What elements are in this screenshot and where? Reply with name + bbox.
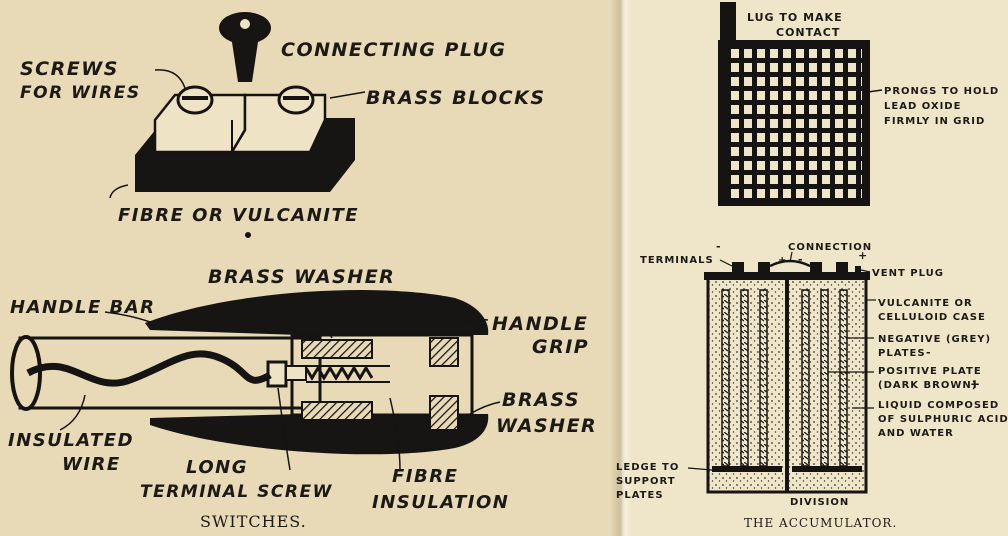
plus-sign-connection: + [778,255,787,266]
screws-label-line2: FOR WIRES [20,83,141,103]
prongs-label-line3: FIRMLY IN GRID [884,116,985,127]
plus-sign-terminal: + [858,249,868,262]
insulated-wire [26,350,272,387]
connection-label: CONNECTION [788,242,872,253]
vent-plug-label: VENT PLUG [872,268,944,279]
positive-label-line1: POSITIVE PLATE [878,366,982,377]
brass-blocks-label: BRASS BLOCKS [366,87,546,109]
case-label-line1: VULCANITE OR [878,298,973,309]
minus-sign-terminals: - [716,240,722,253]
ledge-label-line3: PLATES [616,490,664,501]
fibre-insulation-top [301,339,373,359]
positive-label-line2: (DARK BROWN) [878,380,977,391]
plate-neg-1 [721,289,730,467]
minus-sign-connection: - [798,253,804,266]
terminal-3 [810,262,822,272]
book-gutter [610,0,632,536]
terminal-2 [758,262,770,272]
fibre-insulation-label-line2: INSULATION [372,492,509,513]
lead-grid-prongs [728,46,862,198]
contact-lug [720,2,736,48]
long-terminal-label-line2: TERMINAL SCREW [140,482,333,502]
fibre-insulation-bottom [301,401,373,421]
plate-neg-2 [759,289,768,467]
accumulator-grid-diagram [718,2,883,206]
screws-label-line1: SCREWS [20,58,119,80]
handle-grip-label-line2: GRIP [532,336,589,358]
plate-pos-2 [820,289,829,467]
handle-bar-end [10,335,42,411]
terminal-screw-thread [304,365,374,381]
handle-switch-diagram [10,290,501,471]
ledge-left [712,466,782,472]
lug-label-line2: CONTACT [776,26,840,39]
lug-label-line1: LUG TO MAKE [747,11,843,24]
plate-neg-3 [801,289,810,467]
plate-neg-4 [839,289,848,467]
liquid-label-line2: OF SULPHURIC ACID [878,414,1008,425]
connecting-plug-label: CONNECTING PLUG [281,39,506,61]
brass-washer-right-top [429,337,459,367]
insulated-wire-label-line2: WIRE [62,454,121,475]
negative-label-line1: NEGATIVE (GREY) [878,334,991,345]
brass-washer-right-label-line1: BRASS [502,389,580,411]
ledge-label-line2: SUPPORT [616,476,676,487]
plate-pos-1 [740,289,749,467]
handle-grip-label-line1: HANDLE [492,313,588,335]
division-label: DIVISION [790,497,849,508]
case-label-line2: CELLULOID CASE [878,312,986,323]
terminal-screw-head [266,360,288,388]
negative-label-line2: PLATES [878,348,926,359]
brass-washer-right-bottom [429,395,459,431]
liquid-label-line1: LIQUID COMPOSED [878,400,999,411]
brass-washer-right-label-line2: WASHER [496,415,597,437]
plug-switch-diagram [109,12,366,238]
long-terminal-label-line1: LONG [186,457,248,478]
prongs-label-line2: LEAD OXIDE [884,101,961,112]
fibre-insulation-label-line1: FIBRE [392,466,458,487]
accumulator-caption: THE ACCUMULATOR. [744,516,897,530]
liquid-label-line3: AND WATER [878,428,954,439]
prongs-label-line1: PRONGS TO HOLD [884,86,999,97]
positive-sign: + [970,377,981,391]
negative-sign: - [926,346,932,359]
switches-caption: SWITCHES. [200,512,307,531]
handle-bar-label: HANDLE BAR [10,297,156,318]
handle-grip-top [145,290,489,335]
terminal-4 [836,262,848,272]
insulated-wire-label-line1: INSULATED [8,430,134,451]
terminals-label: TERMINALS [640,255,714,266]
ledge-label-line1: LEDGE TO [616,462,679,473]
brass-washer-top-label: BRASS WASHER [208,266,395,288]
handle-grip-bottom [150,414,489,455]
ledge-right [792,466,862,472]
vent-plug [855,266,861,272]
accumulator-cell-diagram [687,251,876,494]
fibre-base-label: FIBRE OR VULCANITE [118,205,359,226]
terminal-1 [732,262,744,272]
